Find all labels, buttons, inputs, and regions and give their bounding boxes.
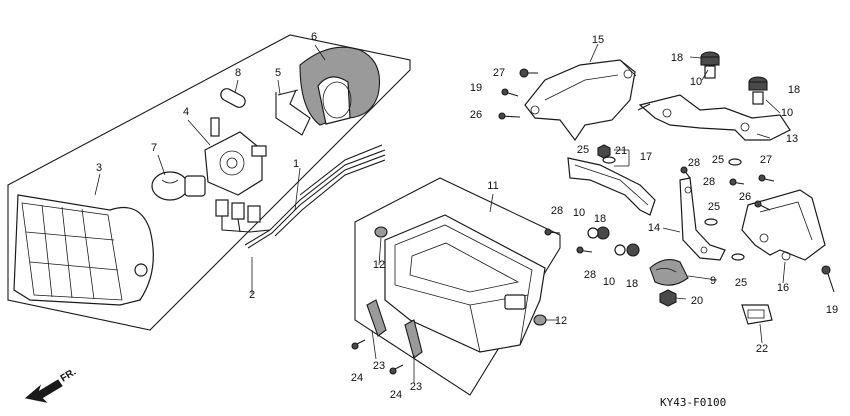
- reflector-bracket: [741, 189, 826, 261]
- callout-28b: 28: [703, 176, 715, 188]
- callout-18b: 18: [788, 84, 800, 96]
- callout-10c: 10: [573, 207, 585, 219]
- reflector-clip: [741, 304, 773, 325]
- callout-20: 20: [691, 295, 703, 307]
- direction-label: FR.: [59, 367, 79, 385]
- headlight-unit: [13, 194, 154, 306]
- callout-18c: 18: [594, 213, 606, 225]
- headlight-bracket: [637, 94, 791, 141]
- front-direction-indicator: FR.: [24, 367, 79, 403]
- callout-24a: 24: [351, 372, 363, 384]
- collar-and-cushion-rubber: [587, 51, 768, 257]
- bolts: [498, 68, 835, 293]
- callout-3: 3: [96, 162, 102, 174]
- callout-8: 8: [235, 67, 241, 79]
- callout-13: 13: [786, 133, 798, 145]
- callout-10a: 10: [690, 76, 702, 88]
- callout-14: 14: [648, 222, 660, 234]
- callout-18d: 18: [626, 278, 638, 290]
- callout-26a: 26: [470, 109, 482, 121]
- callout-9: 9: [710, 275, 716, 287]
- callout-22: 22: [756, 343, 768, 355]
- callout-labels: 1 2 3 4 5 6 7 8 9 10 10 10 10 11 12 12 1…: [96, 31, 838, 401]
- callout-1: 1: [293, 158, 299, 170]
- callout-28a: 28: [688, 157, 700, 169]
- mounting-hardware-group: [498, 51, 835, 325]
- wire-harness: [215, 144, 386, 249]
- callout-2: 2: [249, 289, 255, 301]
- callout-12a: 12: [373, 259, 385, 271]
- callout-28d: 28: [584, 269, 596, 281]
- headlight-assembly-group: [7, 34, 411, 331]
- callout-19b: 19: [826, 304, 838, 316]
- callout-4: 4: [183, 106, 189, 118]
- callout-19a: 19: [470, 82, 482, 94]
- mounting-clip: [366, 299, 423, 359]
- washer: [602, 156, 745, 261]
- callout-25d: 25: [735, 277, 747, 289]
- callout-25c: 25: [708, 201, 720, 213]
- callout-15: 15: [592, 34, 604, 46]
- callout-26b: 26: [739, 191, 751, 203]
- callout-17: 17: [640, 151, 652, 163]
- callout-21: 21: [615, 145, 627, 157]
- position-bulb: [220, 88, 246, 108]
- callout-25a: 25: [577, 144, 589, 156]
- callout-27a: 27: [493, 67, 505, 79]
- tapping-screw: [351, 339, 404, 375]
- lower-bracket-band: [567, 157, 656, 216]
- nut: [597, 144, 611, 159]
- headlight-case-group: [351, 177, 561, 396]
- callout-12b: 12: [555, 315, 567, 327]
- headlight-panel-outline: [7, 34, 411, 331]
- callout-10b: 10: [781, 107, 793, 119]
- callout-18a: 18: [671, 52, 683, 64]
- callout-23b: 23: [410, 381, 422, 393]
- bulb-retainer-spring: [275, 89, 311, 136]
- dust-cover: [299, 46, 381, 126]
- headlight-stay: [524, 59, 637, 142]
- side-stay: [679, 177, 726, 261]
- callout-24b: 24: [390, 389, 402, 401]
- headlight-bulb: [151, 171, 206, 201]
- wire-guide-cushion: [649, 259, 689, 286]
- callout-27b: 27: [760, 154, 772, 166]
- callout-16: 16: [777, 282, 789, 294]
- front-arrow-icon: [24, 379, 63, 403]
- callout-10d: 10: [603, 276, 615, 288]
- bulb-socket: [204, 117, 267, 196]
- callout-5: 5: [275, 67, 281, 79]
- flange-nut: [659, 289, 677, 307]
- leader-lines: [94, 43, 786, 383]
- headlight-case: [384, 214, 546, 353]
- callout-25b: 25: [712, 154, 724, 166]
- callout-6: 6: [311, 31, 317, 43]
- callout-23a: 23: [373, 360, 385, 372]
- headlight-case-panel-outline: [354, 177, 561, 396]
- callout-28c: 28: [551, 205, 563, 217]
- diagram-code: KY43-F0100: [660, 396, 726, 409]
- callout-7: 7: [151, 142, 157, 154]
- callout-11: 11: [487, 180, 498, 192]
